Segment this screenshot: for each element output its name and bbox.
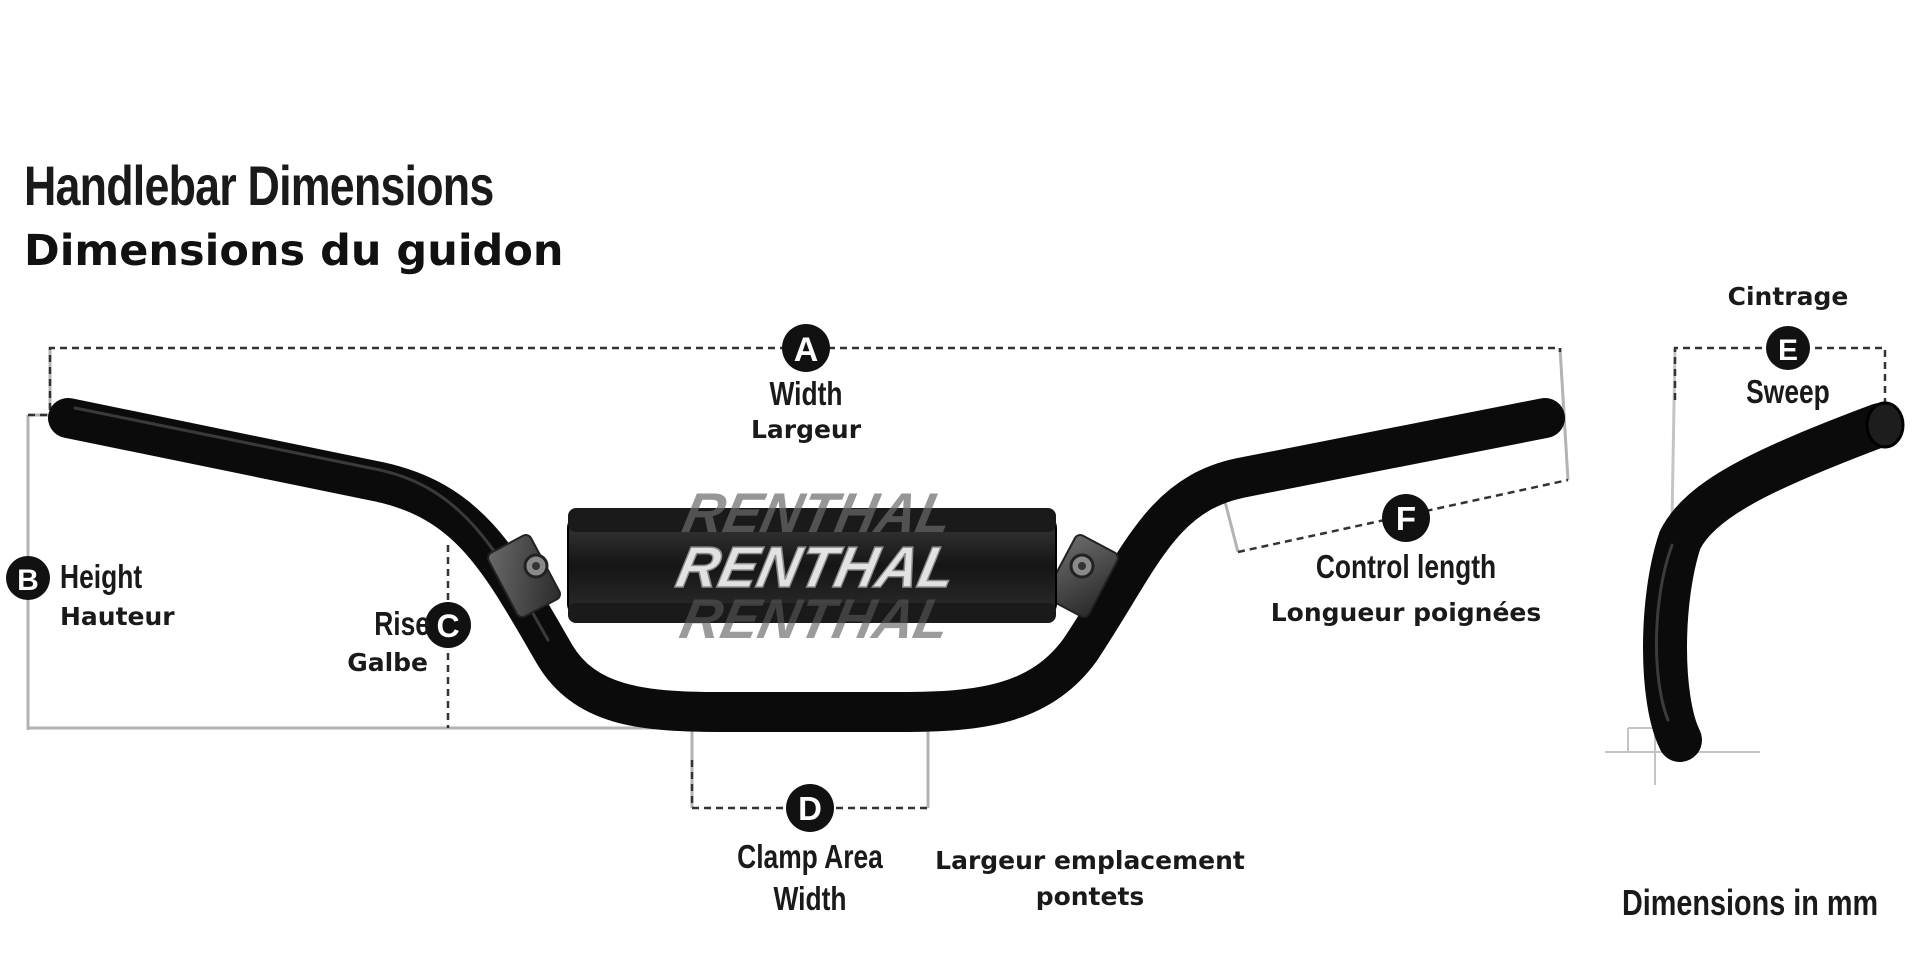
- page-subtitle: Dimensions du guidon: [24, 226, 564, 276]
- svg-text:B: B: [17, 564, 39, 597]
- sweep-label-fr: Cintrage: [1727, 282, 1849, 311]
- left-clamp: [487, 534, 561, 618]
- pad-brand-ghost-bottom: RENTHAL: [675, 588, 956, 650]
- rise-label-fr: Galbe: [347, 648, 428, 677]
- clamp-label-fr-line1: Largeur emplacement: [935, 846, 1245, 875]
- height-label-en: Height: [60, 558, 143, 595]
- control-label-en: Control length: [1315, 548, 1497, 585]
- badge-f-icon: F: [1382, 494, 1430, 542]
- handlebar-side-view: [1643, 401, 1905, 762]
- page-title: Handlebar Dimensions: [24, 154, 494, 217]
- width-label-fr: Largeur: [750, 415, 862, 444]
- crossbar-pad: RENTHAL RENTHAL RENTHAL: [567, 482, 1057, 650]
- control-label-fr: Longueur poignées: [1270, 598, 1542, 627]
- svg-text:E: E: [1778, 334, 1798, 367]
- badge-d-icon: D: [786, 784, 834, 832]
- badge-e-icon: E: [1766, 326, 1810, 370]
- units-note: Dimensions in mm: [1622, 882, 1879, 923]
- badge-b-icon: B: [6, 556, 50, 600]
- badge-a-icon: A: [782, 324, 830, 372]
- svg-text:A: A: [794, 331, 819, 369]
- handlebar-front-view: RENTHAL RENTHAL RENTHAL: [48, 398, 1565, 732]
- clamp-label-fr-line2: pontets: [1035, 882, 1145, 911]
- badge-c-icon: C: [425, 602, 471, 648]
- svg-text:F: F: [1396, 500, 1416, 537]
- side-view-highlight: [1655, 543, 1674, 722]
- side-view-tube: [1643, 403, 1902, 762]
- right-clamp: [1045, 534, 1119, 618]
- svg-text:D: D: [798, 790, 822, 827]
- clamp-label-en-line2: Width: [773, 880, 847, 917]
- sweep-label-en: Sweep: [1746, 373, 1830, 410]
- width-label-en: Width: [769, 375, 843, 412]
- pad-brand-text: RENTHAL: [671, 536, 962, 600]
- svg-text:C: C: [436, 608, 459, 644]
- side-view-end: [1865, 401, 1905, 449]
- height-label-fr: Hauteur: [60, 602, 175, 631]
- clamp-label-en-line1: Clamp Area: [737, 838, 883, 875]
- pad-brand-ghost-top: RENTHAL: [678, 482, 959, 544]
- rise-label-en: Rise: [374, 605, 430, 642]
- badges: A B C D E F: [6, 324, 1810, 832]
